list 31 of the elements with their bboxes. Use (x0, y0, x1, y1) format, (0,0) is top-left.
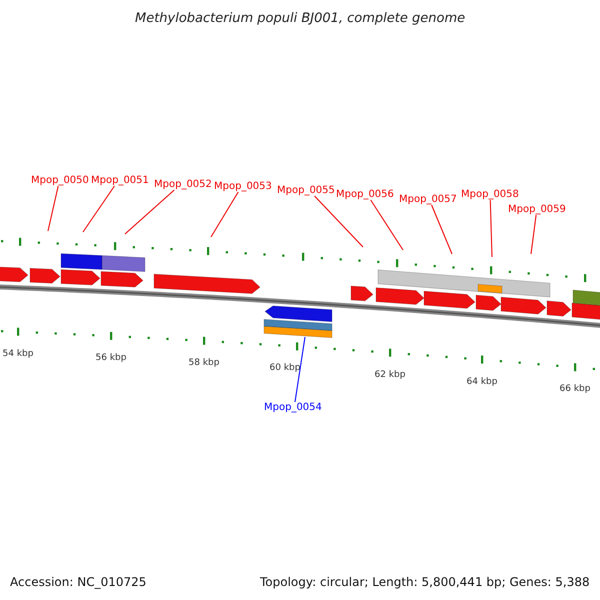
scale-label: 56 kbp (96, 352, 126, 363)
gene-name-label: Mpop_0054 (264, 402, 322, 412)
feature-bar (264, 326, 332, 338)
gene-name-label: Mpop_0053 (214, 180, 272, 192)
leader-line (490, 200, 492, 258)
gene-name-label: Mpop_0052 (154, 178, 212, 190)
gene-name-label: Mpop_0057 (399, 194, 457, 204)
leader-line (294, 336, 306, 402)
scale-label: 54 kbp (2, 348, 34, 359)
genome-info-text: Topology: circular; Length: 5,800,441 bp; Genes: 5,388 (260, 575, 590, 589)
leader-line (431, 204, 452, 254)
leader-line (530, 214, 537, 254)
leader-line (370, 200, 404, 250)
gene-name-label: Mpop_0050 (31, 174, 89, 186)
diagram-title: Methylobacterium populi BJ001, complete genome (135, 10, 466, 26)
leader-line (210, 192, 239, 238)
gene-name-label: Mpop_0058 (461, 188, 519, 200)
scale-label: 64 kbp (466, 376, 498, 387)
leader-line (314, 196, 364, 248)
leader-line (48, 186, 59, 232)
scale-label: 58 kbp (188, 358, 220, 368)
gene-name-label: Mpop_0055 (277, 184, 335, 196)
gene-name-label: Mpop_0051 (91, 174, 149, 186)
scale-label: 66 kbp (560, 384, 590, 394)
scale-label: 62 kbp (374, 370, 406, 380)
scale-label: 60 kbp (270, 363, 300, 374)
leader-line (124, 190, 175, 234)
leader-line (82, 186, 115, 232)
accession-text: Accession: NC_010725 (10, 575, 146, 589)
gene-name-label: Mpop_0059 (508, 204, 566, 214)
gene-name-label: Mpop_0056 (336, 188, 394, 200)
